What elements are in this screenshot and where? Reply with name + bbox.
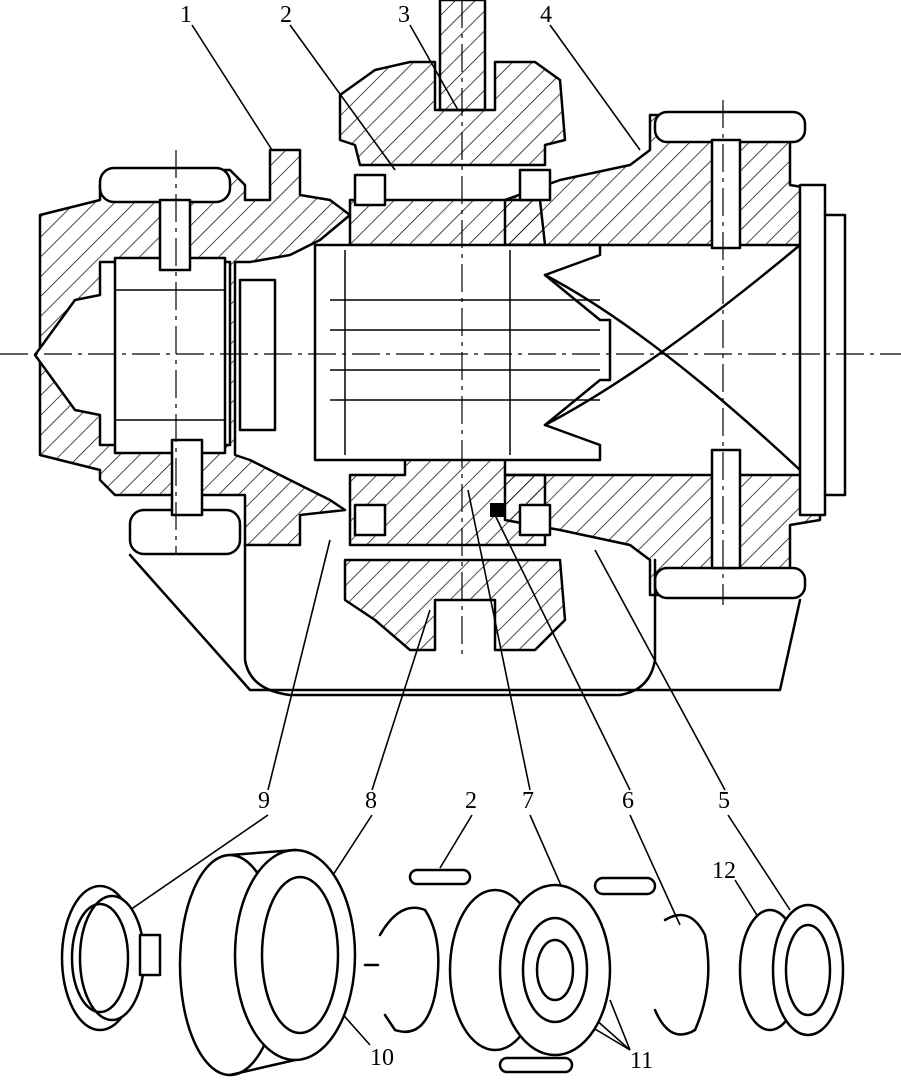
callouts: 1 2 3 4 9 8 2 7 6 5 12 10 11 [180, 2, 736, 1074]
key-pin-bottom [498, 1056, 574, 1074]
cross-section-view [0, 0, 901, 697]
left-upper-bolt-head [98, 166, 232, 204]
leader-lines [129, 24, 791, 1051]
callout-11: 11 [630, 1048, 653, 1074]
blocker-ring-right-top [518, 168, 552, 202]
callout-12: 12 [712, 858, 736, 884]
key-pin-top [408, 868, 472, 886]
left-lower-bolt-shank [170, 438, 204, 517]
output-flange [798, 183, 827, 517]
callout-10: 10 [370, 1045, 394, 1071]
callout-7: 7 [522, 788, 534, 814]
snap-ring-left [378, 906, 440, 1033]
key-pin-right [593, 876, 657, 896]
callout-8: 8 [365, 788, 377, 814]
blocker-ring-left-bottom [353, 503, 387, 537]
blocker-ring-right-bottom [518, 503, 552, 537]
shift-sleeve-top [338, 60, 567, 167]
blocker-ring-12 [738, 903, 845, 1037]
callout-1: 1 [180, 2, 192, 28]
blocker-ring-9 [60, 884, 162, 1032]
needle-bearing [113, 256, 227, 455]
exploded-view [60, 848, 845, 1077]
spring-detent-ball [490, 503, 504, 517]
callout-6: 6 [622, 788, 634, 814]
blocker-ring-left-top [353, 173, 387, 207]
left-lower-bolt-head [128, 508, 242, 556]
callout-9: 9 [258, 788, 270, 814]
bottom-cover [243, 543, 657, 697]
callout-5: 5 [718, 788, 730, 814]
sleeve-8 [178, 848, 357, 1077]
left-upper-bolt-shank [158, 198, 192, 272]
callout-3: 3 [398, 2, 410, 28]
snap-ring-right [653, 913, 710, 1036]
callout-4: 4 [540, 2, 552, 28]
callout-2-exploded: 2 [465, 788, 477, 814]
shift-sleeve-bottom [343, 558, 567, 652]
callout-2: 2 [280, 2, 292, 28]
hub-7 [448, 883, 612, 1057]
